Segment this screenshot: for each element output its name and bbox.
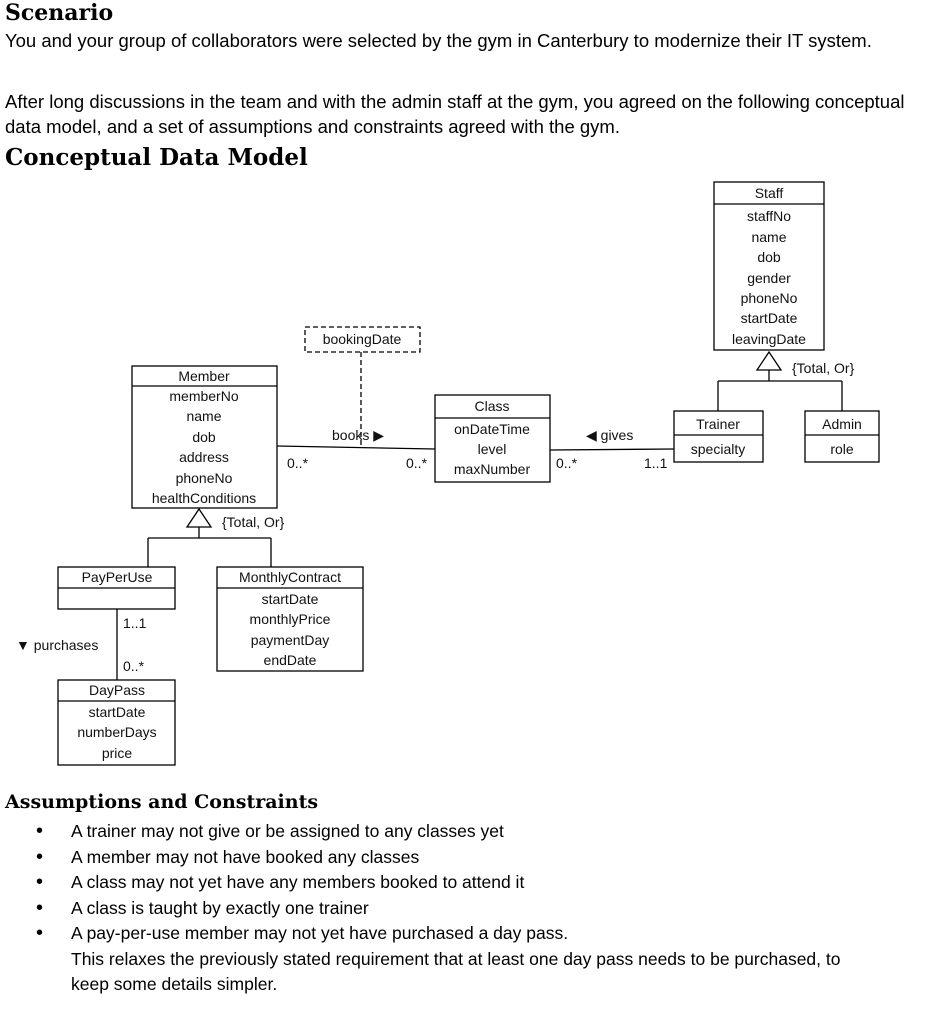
bookingdate-association-box xyxy=(304,326,421,353)
staff-attribute: name xyxy=(751,229,786,245)
monthlycontract-attribute: monthlyPrice xyxy=(250,611,331,627)
purchases-payperuse-multiplicity: 1..1 xyxy=(123,615,147,631)
assumption-item: •A class may not yet have any members bo… xyxy=(36,870,926,896)
bullet-icon: • xyxy=(36,845,44,868)
member-attribute: name xyxy=(186,408,221,424)
daypass-attribute: startDate xyxy=(89,704,146,720)
member-attribute: dob xyxy=(192,429,216,445)
class-entity-name: Class xyxy=(474,398,509,414)
daypass-entity-name: DayPass xyxy=(89,682,145,698)
member-entity-box xyxy=(131,365,278,509)
member-attribute: memberNo xyxy=(169,388,238,404)
monthlycontract-attribute: startDate xyxy=(262,591,319,607)
books-member-multiplicity: 0..* xyxy=(287,455,309,471)
assumption-item: •A class is taught by exactly one traine… xyxy=(36,896,926,922)
staff-attribute: staffNo xyxy=(747,208,791,224)
bullet-icon: • xyxy=(36,922,44,944)
member-attribute: phoneNo xyxy=(176,470,233,486)
monthlycontract-attribute: endDate xyxy=(264,652,317,668)
staff-attribute: dob xyxy=(757,249,781,265)
gives-trainer-multiplicity: 1..1 xyxy=(644,455,668,471)
scenario-paragraph-2: After long discussions in the team and w… xyxy=(5,91,905,137)
books-class-multiplicity: 0..* xyxy=(406,455,428,471)
bullet-icon: • xyxy=(36,896,44,919)
staff-entity-name: Staff xyxy=(755,185,784,201)
staff-attribute: phoneNo xyxy=(741,290,798,306)
gives-class-multiplicity: 0..* xyxy=(556,455,578,471)
admin-attribute: role xyxy=(830,441,854,457)
bookingdate-label: bookingDate xyxy=(323,331,402,347)
assumption-item: •A member may not have booked any classe… xyxy=(36,845,926,871)
assumption-note: keep some details simpler. xyxy=(71,974,278,994)
scenario-paragraph-1: You and your group of collaborators were… xyxy=(5,30,872,51)
purchases-daypass-multiplicity: 0..* xyxy=(123,658,145,674)
monthlycontract-entity-name: MonthlyContract xyxy=(239,569,341,585)
member-attribute: healthConditions xyxy=(152,490,256,506)
assumption-note: This relaxes the previously stated requi… xyxy=(71,948,841,969)
member-attribute: address xyxy=(179,449,229,465)
staff-attribute: leavingDate xyxy=(732,331,806,347)
books-association-line xyxy=(276,445,436,450)
scenario-heading: Scenario xyxy=(5,0,114,26)
conceptual-data-model-diagram: Staff staffNo name dob gender phoneNo st… xyxy=(16,181,880,766)
trainer-entity-name: Trainer xyxy=(696,416,740,432)
staff-attribute: startDate xyxy=(741,310,798,326)
class-attribute: onDateTime xyxy=(454,421,530,437)
member-generalization-triangle xyxy=(185,507,213,528)
admin-entity-name: Admin xyxy=(822,416,862,432)
books-label: books ▶ xyxy=(332,427,384,443)
purchases-label: ▼ purchases xyxy=(16,637,98,653)
member-entity-name: Member xyxy=(178,368,230,384)
staff-entity-box xyxy=(713,181,825,351)
bullet-icon: • xyxy=(36,871,44,893)
staff-attribute: gender xyxy=(747,270,791,286)
payperuse-entity-name: PayPerUse xyxy=(82,569,153,585)
trainer-attribute: specialty xyxy=(691,441,745,457)
staff-generalization-triangle xyxy=(755,350,783,371)
daypass-attribute: price xyxy=(102,745,133,761)
member-constraint-label: {Total, Or} xyxy=(222,514,285,530)
assumption-item: •A trainer may not give or be assigned t… xyxy=(36,819,926,845)
assumptions-list: •A trainer may not give or be assigned t… xyxy=(36,819,926,998)
assumption-item: •A pay-per-use member may not yet have p… xyxy=(36,921,926,947)
bullet-icon: • xyxy=(36,820,44,842)
staff-constraint-label: {Total, Or} xyxy=(792,360,855,376)
daypass-attribute: numberDays xyxy=(77,724,156,740)
assumptions-heading: Assumptions and Constraints xyxy=(5,791,319,813)
gives-association-line xyxy=(549,448,675,451)
model-heading: Conceptual Data Model xyxy=(5,144,308,171)
monthlycontract-entity-box xyxy=(216,566,364,672)
class-attribute: level xyxy=(478,441,507,457)
monthlycontract-attribute: paymentDay xyxy=(251,632,330,648)
gives-label: ◀ gives xyxy=(586,427,633,443)
class-attribute: maxNumber xyxy=(454,461,531,477)
class-entity-box xyxy=(434,394,551,483)
